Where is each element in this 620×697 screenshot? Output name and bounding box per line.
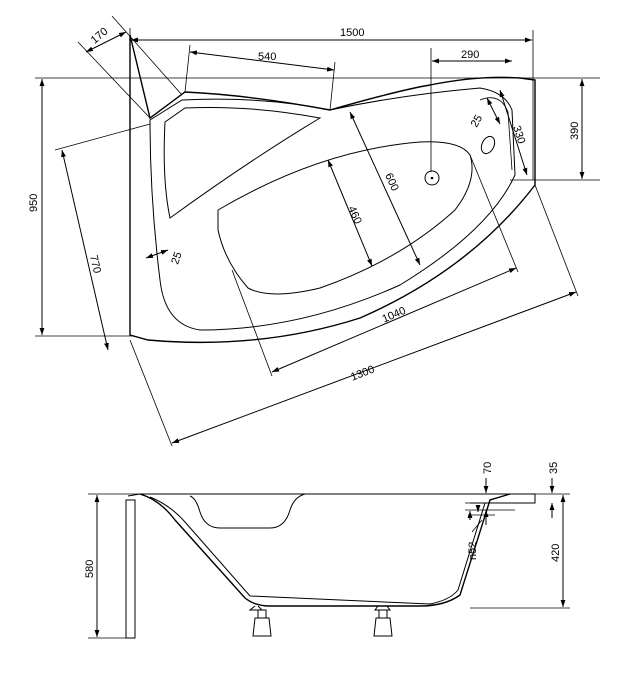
ext-1040-left bbox=[231, 269, 273, 377]
ext-1300-left bbox=[129, 339, 173, 447]
dim-35: 35 bbox=[548, 462, 560, 474]
ext-540-left bbox=[184, 44, 191, 93]
dim-1300: 1300 bbox=[349, 364, 376, 384]
ext-170-a bbox=[111, 15, 183, 96]
right-foot-stem bbox=[378, 609, 388, 619]
dim-line-25-top bbox=[486, 97, 501, 125]
dim-line-1300 bbox=[171, 291, 577, 444]
tub-inner-rim bbox=[149, 87, 516, 331]
dim-line-540 bbox=[189, 50, 335, 72]
side-tub-inner bbox=[149, 496, 486, 605]
left-foot-stem bbox=[257, 609, 267, 619]
dim-330: 330 bbox=[510, 124, 527, 145]
dim-1040: 1040 bbox=[380, 305, 407, 326]
side-rim bbox=[127, 493, 536, 504]
dim-420: 420 bbox=[550, 544, 562, 562]
drain-icon bbox=[424, 170, 440, 186]
dim-leader-n52 bbox=[471, 519, 483, 533]
ext-1300-right bbox=[534, 184, 579, 297]
dim-1500: 1500 bbox=[340, 27, 364, 39]
dim-line-460 bbox=[327, 159, 373, 267]
side-leg-panel bbox=[125, 499, 136, 639]
dim-390: 390 bbox=[569, 122, 581, 140]
dim-25-left: 25 bbox=[169, 250, 184, 266]
left-foot-icon bbox=[252, 617, 272, 637]
dim-line-25-left bbox=[145, 249, 169, 259]
dim-950: 950 bbox=[28, 194, 40, 212]
dim-290: 290 bbox=[461, 49, 479, 61]
side-view: 580 420 70 35 n52 bbox=[84, 462, 570, 639]
ext-540-right bbox=[329, 61, 336, 111]
dim-line-170 bbox=[85, 31, 127, 53]
drain-center bbox=[430, 176, 434, 180]
dim-line-770 bbox=[61, 149, 109, 351]
dim-170: 170 bbox=[89, 26, 111, 47]
side-tub-body bbox=[139, 493, 511, 607]
tub-outer-rim bbox=[129, 34, 536, 344]
tub-basin-floor bbox=[217, 141, 473, 295]
dim-460: 460 bbox=[345, 204, 363, 226]
right-foot-icon bbox=[373, 617, 393, 637]
ext-1040-right bbox=[469, 154, 519, 273]
dim-540: 540 bbox=[258, 51, 276, 63]
overflow-icon bbox=[480, 135, 496, 155]
dim-n52: n52 bbox=[467, 542, 479, 560]
tub-backrest bbox=[163, 106, 322, 219]
left-foot-bracket bbox=[248, 605, 264, 611]
side-backrest bbox=[189, 493, 306, 529]
dim-line-330 bbox=[499, 89, 528, 176]
ext-770-top bbox=[54, 123, 151, 151]
dim-580: 580 bbox=[84, 560, 96, 578]
dim-70: 70 bbox=[482, 462, 494, 474]
tub-inner-corner-line bbox=[479, 97, 513, 171]
dim-line-600 bbox=[349, 111, 421, 266]
top-view: 1500 540 290 170 390 950 770 600 460 bbox=[28, 15, 600, 447]
dim-770: 770 bbox=[87, 254, 103, 275]
dim-25-top: 25 bbox=[469, 113, 486, 130]
ext-170-b bbox=[77, 41, 151, 119]
